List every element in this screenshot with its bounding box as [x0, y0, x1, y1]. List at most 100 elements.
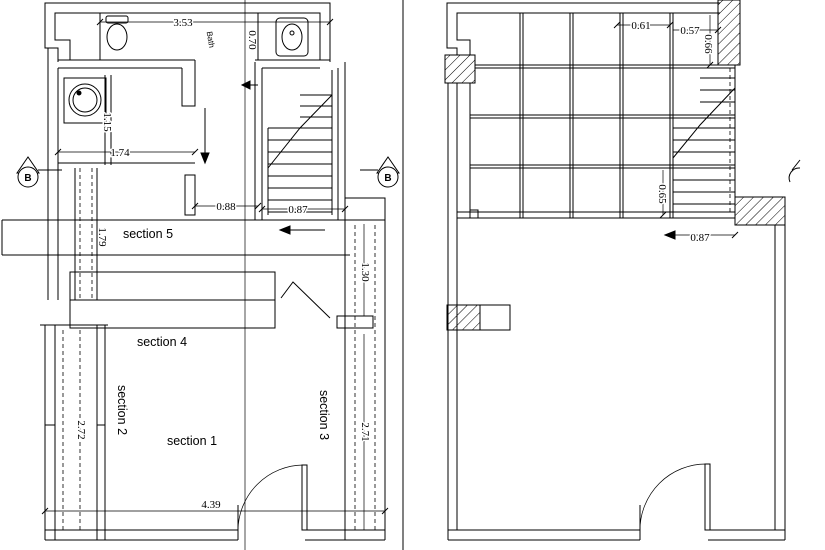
door-swing-arc	[237, 464, 304, 531]
dim-top-corner-width: 0.57	[680, 25, 700, 37]
ceiling-grid	[457, 13, 735, 219]
dimension-top-corner	[673, 15, 722, 69]
dim-tick	[659, 211, 667, 219]
left-floor-plan: 3.53 Bath 0.70 1.15	[1, 0, 400, 550]
section-marker-left	[16, 156, 62, 188]
dim-tick	[96, 18, 104, 26]
hatched-wall-top-left	[444, 54, 476, 84]
dim-washroom-depth: 1.15	[101, 112, 113, 132]
section-2-label: section 2	[115, 385, 129, 435]
dim-stair-landing-depth: 0.65	[656, 184, 668, 204]
bottom-wall	[448, 529, 785, 541]
dimension-stair-landing	[659, 170, 667, 219]
interior-door-swing	[280, 281, 374, 329]
arrow-head	[200, 152, 210, 165]
dim-bath-depth: 0.70	[246, 30, 258, 50]
hatched-wall-left-middle	[446, 304, 481, 331]
section-marker-circle-partial	[788, 167, 801, 183]
dim-top-corner-depth: 0.66	[702, 34, 714, 54]
dimension-landing	[191, 202, 262, 210]
dim-tick	[41, 507, 49, 515]
bottom-wall-left-plan	[45, 505, 385, 541]
dim-tick	[714, 26, 722, 34]
hall-pier-upper	[181, 60, 196, 107]
dim-stair-width: 0.87	[288, 204, 308, 216]
room-label-bath: Bath	[205, 31, 217, 49]
dim-right-lower-strip: 2.71	[359, 422, 371, 441]
bath-sink-fixture	[275, 17, 309, 57]
grid-corner-block	[469, 209, 479, 219]
door-leaf	[704, 463, 711, 531]
section-5-outline	[1, 197, 386, 256]
hatched-column-top-right	[717, 0, 741, 66]
right-floor-plan: 0.61 0.57 0.66 0.65 0.87	[444, 0, 801, 541]
dim-tick	[706, 61, 714, 69]
stair-direction-arrow-icon	[278, 225, 325, 235]
door-leaf	[301, 464, 308, 531]
dim-tick	[191, 148, 199, 156]
bath-sink-basin	[281, 23, 303, 51]
dim-tick	[258, 205, 266, 213]
lower-room-walls	[446, 83, 786, 541]
section-marker-circle	[377, 166, 399, 188]
dim-tick	[731, 231, 739, 239]
dim-stair-width-right: 0.87	[690, 232, 710, 244]
section-marker-pointer-partial	[791, 159, 801, 171]
stair-enclosure	[254, 62, 346, 220]
toilet-tank	[105, 15, 129, 24]
section-1-label: section 1	[167, 434, 217, 448]
down-arrow-icon	[200, 108, 210, 165]
dim-tick	[666, 21, 674, 29]
staircase-right	[672, 68, 736, 212]
drawing-linework: 3.53 Bath 0.70 1.15	[1, 0, 801, 550]
washroom-sink-basin-inner	[72, 87, 98, 113]
stair-break-line	[672, 87, 736, 159]
section-marker-circle	[17, 166, 39, 188]
washroom-sink-drain	[76, 90, 82, 96]
upper-walls-right	[444, 0, 741, 218]
right-column-cap	[344, 197, 386, 221]
dimension-bath-width	[96, 18, 334, 26]
section-3-label: section 3	[317, 390, 331, 440]
toilet-bowl	[106, 23, 128, 51]
section-marker-right	[360, 156, 400, 188]
section-4-outline	[69, 271, 276, 329]
left-arrow-icon	[663, 230, 676, 240]
door-swing-line	[280, 281, 331, 319]
section-5-band	[1, 219, 385, 256]
bath-sink-drain	[289, 30, 295, 36]
section-marker-partial	[788, 159, 801, 183]
right-column	[344, 220, 386, 540]
bathroom-walls	[44, 2, 331, 69]
washroom-sink-fixture	[63, 77, 107, 124]
dim-right-upper-strip: 1.30	[359, 262, 371, 282]
dim-left-lower-strip: 2.72	[75, 420, 87, 439]
dim-hall-width: 1.74	[110, 147, 130, 159]
wall-stub-left-middle	[479, 304, 511, 331]
section-4-label: section 4	[137, 335, 187, 349]
hall-pier-lower	[184, 174, 196, 216]
washroom-sink-basin-outer	[68, 83, 102, 117]
arrow-head	[240, 80, 251, 90]
washroom-sink-counter	[63, 77, 107, 124]
dim-tick	[326, 18, 334, 26]
left-walls	[40, 48, 108, 540]
dim-bath-width: 3.53	[173, 17, 193, 29]
section-5-label: section 5	[123, 227, 173, 241]
dim-top-bay-width: 0.61	[631, 20, 650, 32]
arrow-head	[278, 225, 291, 235]
dimension-top-bay	[613, 21, 674, 29]
bathroom-inner-wall	[54, 12, 321, 60]
staircase-left	[254, 62, 346, 220]
dim-tick	[381, 507, 389, 515]
dim-left-upper-strip: 1.79	[96, 227, 108, 247]
entrance-door-right	[639, 463, 711, 531]
left-arrow-icon	[240, 80, 258, 90]
hatched-wall-right	[734, 196, 786, 226]
dimension-overall-width	[41, 507, 389, 515]
dimension-stair-width-right	[663, 230, 739, 240]
washroom-partition	[104, 75, 112, 165]
dim-tick	[191, 202, 199, 210]
stair-break-line	[267, 94, 333, 169]
